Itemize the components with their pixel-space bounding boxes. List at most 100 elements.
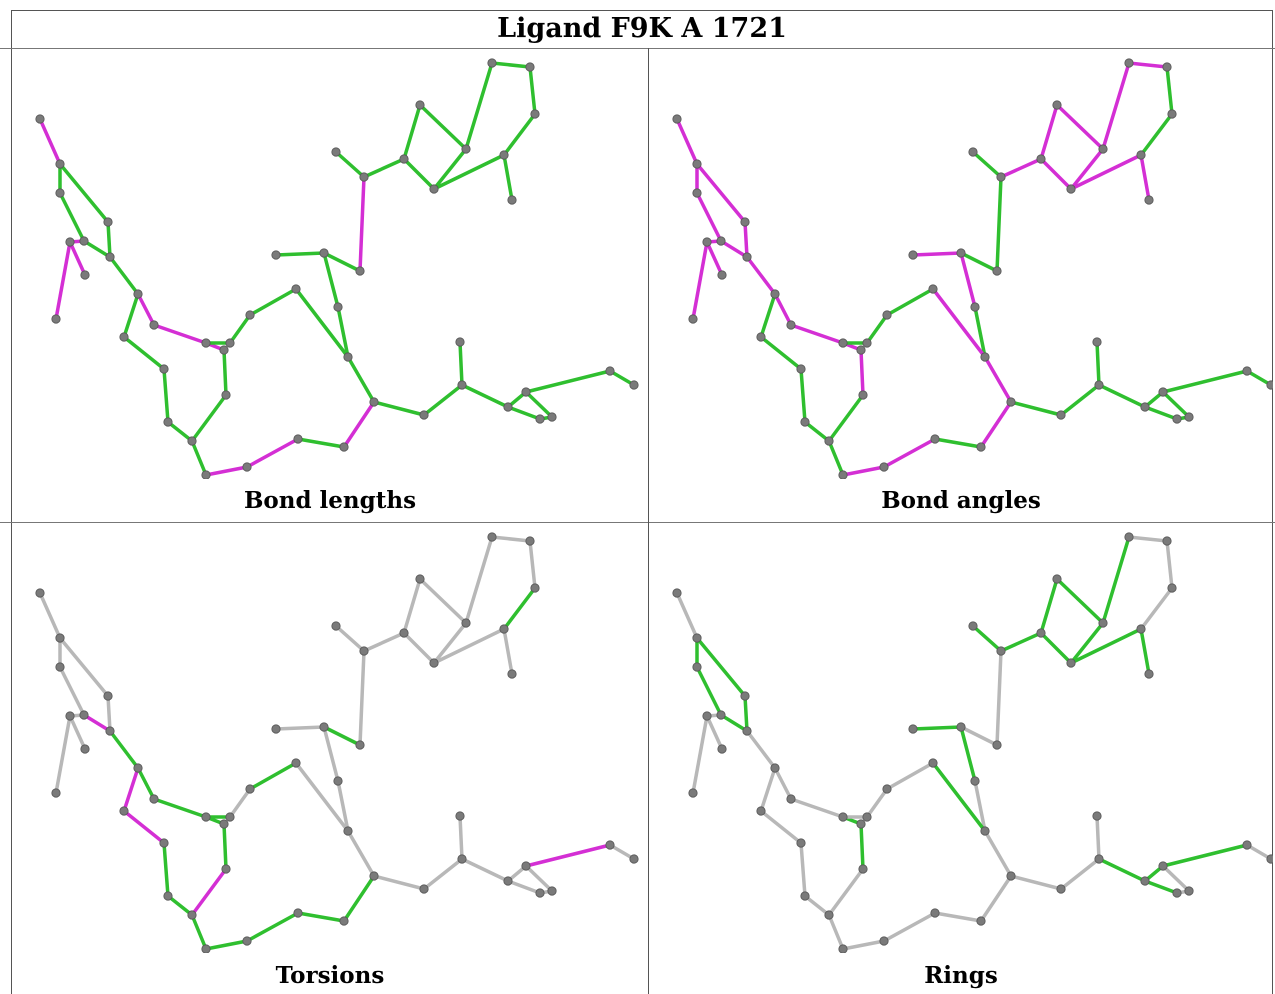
bond (222, 348, 228, 397)
atom (133, 763, 143, 773)
atom (928, 284, 938, 294)
atom (688, 788, 698, 798)
bond (68, 240, 87, 277)
bond (743, 220, 749, 259)
bond (1009, 400, 1063, 417)
atom (717, 744, 727, 754)
bond (1161, 843, 1249, 868)
bond (803, 894, 831, 917)
bond (971, 624, 1003, 653)
bond (1069, 153, 1143, 191)
atom (1140, 402, 1150, 412)
atom (35, 114, 45, 124)
bond (959, 251, 977, 309)
bond (1095, 814, 1101, 861)
atom (242, 462, 252, 472)
bond (502, 586, 537, 631)
atom (1136, 624, 1146, 634)
atom (343, 352, 353, 362)
bond (995, 175, 1003, 273)
atom (331, 621, 341, 631)
atom (672, 588, 682, 598)
atom (992, 740, 1002, 750)
atom (149, 794, 159, 804)
atom (163, 417, 173, 427)
atom (1056, 884, 1066, 894)
bond (524, 843, 612, 868)
bond (859, 822, 865, 871)
atom (507, 669, 517, 679)
bond (422, 383, 464, 417)
bond (745, 255, 777, 296)
bond (799, 367, 807, 424)
bond (122, 335, 166, 371)
atom (930, 434, 940, 444)
molecule-torsions (35, 532, 639, 953)
bond (745, 729, 777, 770)
atom (159, 838, 169, 848)
atom (355, 740, 365, 750)
atom (702, 711, 712, 721)
atom (339, 916, 349, 926)
molecule-bond-lengths (35, 58, 639, 479)
atom (461, 618, 471, 628)
atom (55, 633, 65, 643)
atom (355, 266, 365, 276)
bond (931, 761, 987, 833)
atom (800, 417, 810, 427)
bond (1161, 369, 1249, 394)
bond (911, 725, 963, 731)
atom (457, 854, 467, 864)
bond (865, 313, 889, 345)
bond (418, 577, 468, 625)
bond (506, 405, 542, 421)
bond (705, 714, 724, 751)
row-divider (0, 522, 1275, 523)
bond (358, 175, 366, 273)
atom (702, 237, 712, 247)
atom (692, 159, 702, 169)
bond (122, 766, 140, 813)
atom (79, 236, 89, 246)
atom (333, 776, 343, 786)
bond (222, 822, 228, 871)
bond (245, 437, 300, 469)
atom (201, 470, 211, 479)
bond (274, 725, 326, 731)
bond (68, 714, 87, 751)
atom (796, 364, 806, 374)
bond (152, 797, 208, 819)
atom (1184, 886, 1194, 896)
bond (432, 147, 468, 191)
bond (502, 153, 514, 202)
atom (672, 114, 682, 124)
atom (856, 819, 866, 829)
bond (971, 150, 1003, 179)
bond (54, 240, 72, 321)
bond (346, 829, 376, 878)
bond (342, 874, 376, 923)
atom (692, 188, 702, 198)
atom (862, 338, 872, 348)
panel-rings: Rings (649, 523, 1273, 994)
bond (1143, 879, 1179, 895)
atom (1242, 366, 1252, 376)
bond (1165, 539, 1174, 590)
bond (204, 939, 249, 951)
bond (789, 797, 845, 819)
bond (524, 864, 554, 893)
atom (319, 248, 329, 258)
bond (58, 665, 86, 717)
bond (933, 437, 983, 449)
bond (190, 393, 228, 443)
bond (502, 627, 514, 676)
bond (675, 117, 699, 166)
atom (415, 574, 425, 584)
atom (1052, 100, 1062, 110)
atom (756, 806, 766, 816)
bond (911, 251, 963, 257)
atom (55, 188, 65, 198)
bond (524, 369, 612, 394)
bond (334, 150, 366, 179)
atom (1167, 109, 1177, 119)
